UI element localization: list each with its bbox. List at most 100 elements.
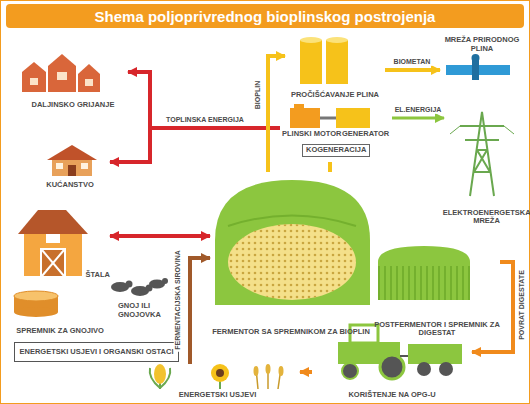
illustration-shape [290, 108, 320, 128]
illustration-shape [336, 108, 370, 128]
component-node: MREŽA PRIRODNOG PLINA [440, 36, 524, 100]
illustration-shape [216, 369, 224, 377]
illustration-shape [215, 180, 370, 305]
flow-arrow [328, 162, 332, 172]
illustration-shape [154, 364, 166, 384]
node-label: KORIŠTENJE NA OPG-U [348, 391, 435, 400]
illustration-shape [85, 79, 93, 86]
component-node: ENERGETSKI USJEVI [135, 364, 300, 400]
flow-arrow [110, 128, 280, 162]
illustration-shape [439, 362, 453, 376]
illustration-shape [57, 72, 67, 80]
illustration-shape [22, 62, 46, 92]
illustration-shape [378, 266, 470, 300]
node-label: PROČIŠĆAVANJE PLINA [291, 91, 379, 100]
node-label: ELEKTROENERGETSKA MREŽA [443, 209, 530, 226]
illustration-shape [14, 307, 58, 317]
feedstock-box: ENERGETSKI USJEVI I ORGANSKI OSTACI [14, 342, 179, 362]
illustration-shape [320, 117, 336, 120]
flow-label: FERMENTACIJSKA SIROVINA [174, 248, 182, 352]
component-node: PROČIŠĆAVANJE PLINA [285, 30, 385, 100]
flow-arrow [110, 234, 210, 238]
illustration-shape [254, 366, 259, 376]
component-node: FERMENTOR SA SPREMNIKOM ZA BIOPLIN [210, 172, 372, 337]
flow-arrow [190, 258, 210, 364]
illustration-shape [400, 355, 408, 357]
illustration-shape [162, 278, 168, 284]
node-label: PLINSKI MOTOR [282, 130, 341, 139]
illustration-shape [228, 224, 356, 300]
component-node: POSTFERMENTOR I SPREMNIK ZA DIGESTAT [374, 238, 500, 338]
barn-icon [18, 210, 88, 276]
node-label: FERMENTOR SA SPREMNIKOM ZA BIOPLIN [212, 328, 370, 337]
node-label: POSTFERMENTOR I SPREMNIK ZA DIGESTAT [374, 321, 500, 338]
illustration-shape [42, 250, 64, 276]
node-label: DALJINSKO GRIJANJE [32, 101, 115, 110]
note-label: GNOJ ILI GNOJOVKA [118, 302, 170, 319]
illustration-shape [266, 364, 271, 374]
illustration-shape [294, 104, 304, 109]
illustration-shape [279, 366, 284, 376]
illustration-shape [460, 112, 504, 196]
node-label: ŠTALA [86, 271, 110, 280]
crops-icon [150, 364, 284, 389]
illustration-shape [78, 64, 100, 92]
title-bar [6, 4, 524, 28]
node-label: KOGENERACIJA [302, 144, 370, 157]
illustration-shape [408, 344, 462, 364]
node-label: GENERATOR [342, 130, 389, 139]
component-node: DALJINSKO GRIJANJE [18, 50, 128, 110]
gas-pipe-icon [446, 54, 510, 80]
flow-arrow [472, 262, 513, 352]
component-node: SPREMNIK ZA GNOJIVO [6, 290, 114, 336]
gas-cleaning-icon [300, 37, 348, 84]
illustration-shape [56, 163, 63, 169]
flow-arrow [268, 56, 285, 172]
component-node: ŠTALA [18, 204, 110, 280]
house-icon [47, 145, 97, 176]
illustration-shape [326, 40, 348, 84]
node-label: KUĆANSTVO [46, 181, 94, 190]
illustration-shape [211, 364, 229, 382]
illustration-shape [68, 165, 76, 176]
illustration-shape [81, 163, 88, 169]
illustration-shape [40, 248, 66, 276]
houses-icon [22, 54, 100, 92]
flow-arrow [392, 117, 444, 120]
node-label: SPREMNIK ZA GNOJIVO [16, 327, 104, 336]
illustration-shape [47, 145, 97, 160]
illustration-shape [228, 224, 356, 300]
illustration-shape [150, 368, 171, 388]
illustration-shape [126, 281, 133, 288]
illustration-shape [378, 246, 470, 300]
manure-tank-icon [14, 291, 58, 317]
illustration-shape [42, 250, 64, 276]
illustration-shape [417, 362, 431, 376]
fermenter-icon [215, 180, 370, 305]
postfermenter-icon [378, 246, 470, 300]
illustration-shape [450, 126, 514, 134]
illustration-shape [228, 216, 356, 227]
component-node: ELEKTROENERGETSKA MREŽA [444, 108, 529, 226]
illustration-shape [472, 60, 479, 80]
chp-icon [290, 104, 370, 128]
flow-arrow [385, 68, 440, 72]
illustration-shape [326, 37, 348, 43]
illustration-shape [14, 291, 58, 301]
node-label: ENERGETSKI USJEVI I ORGANSKI OSTACI [19, 348, 173, 357]
illustration-shape [254, 364, 284, 376]
component-node: KUĆANSTVO [30, 142, 110, 190]
flow-label: TOPLINSKA ENERGIJA [164, 116, 246, 124]
flow-label: POVRAT DIGESTATE [518, 268, 526, 342]
flow-label: EL.ENERGIJA [393, 106, 444, 114]
illustration-shape [52, 158, 92, 176]
illustration-shape [30, 78, 38, 85]
flow-arrow [300, 370, 312, 374]
pigs-icon [111, 278, 168, 296]
node-label: MREŽA PRIRODNOG PLINA [440, 36, 524, 53]
illustration-shape [48, 54, 76, 92]
illustration-shape [46, 234, 60, 243]
